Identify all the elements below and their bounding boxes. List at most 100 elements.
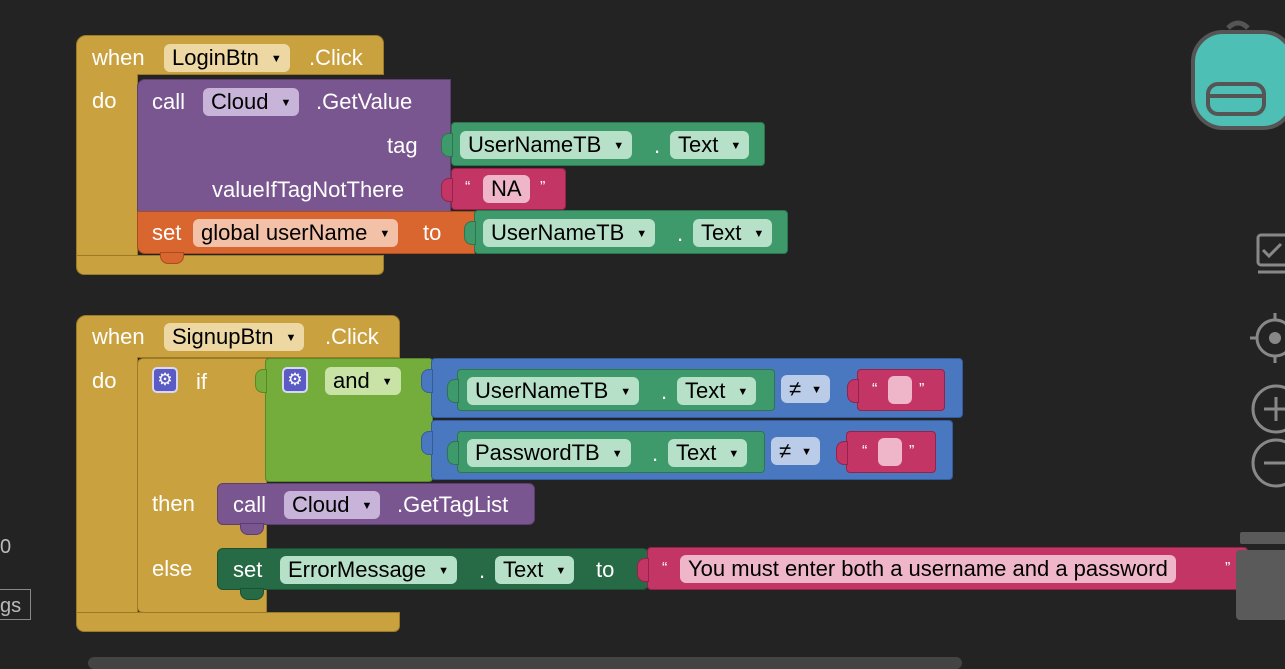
socket-plug — [447, 441, 459, 465]
close-quote: ” — [540, 179, 546, 196]
do-label: do — [92, 368, 117, 393]
dropdown-arrow-icon: ▼ — [737, 386, 749, 398]
tag-socket-label: tag — [387, 133, 418, 158]
dot-separator: . — [652, 441, 659, 466]
socket-plug — [836, 441, 848, 465]
checklist-icon[interactable] — [1255, 232, 1285, 276]
na-string-field[interactable]: NA — [483, 175, 530, 203]
dropdown-arrow-icon: ▼ — [361, 500, 373, 512]
signup-event-footer — [76, 612, 400, 632]
socket-plug — [464, 221, 476, 245]
and-operator-dropdown[interactable]: and▼ — [325, 367, 401, 395]
signup-component-dropdown[interactable]: SignupBtn▼ — [164, 323, 305, 351]
zoom-in-icon[interactable] — [1250, 383, 1285, 435]
cloud-component-dropdown[interactable]: Cloud▼ — [284, 491, 381, 519]
dropdown-arrow-icon: ▼ — [555, 565, 567, 577]
method-name: .GetTagList — [397, 492, 509, 517]
open-quote: “ — [662, 560, 668, 577]
close-quote: ” — [1225, 560, 1231, 577]
dropdown-arrow-icon: ▼ — [285, 332, 297, 344]
to-label: to — [596, 557, 615, 582]
if-label: if — [196, 369, 207, 394]
set-label: set — [233, 557, 263, 582]
dropdown-arrow-icon: ▼ — [728, 448, 740, 460]
close-quote: ” — [909, 443, 915, 460]
dropdown-arrow-icon: ▼ — [753, 228, 765, 240]
target-icon[interactable] — [1250, 313, 1285, 363]
login-event-body-rail — [76, 74, 138, 259]
socket-plug — [847, 379, 859, 403]
to-label: to — [423, 220, 442, 245]
socket-plug — [447, 379, 459, 403]
cond1-component-dropdown[interactable]: UserNameTB▼ — [467, 377, 640, 405]
socket-plug — [421, 431, 433, 455]
socket-plug — [441, 178, 453, 202]
method-name: .GetValue — [316, 89, 413, 114]
dropdown-arrow-icon: ▼ — [613, 140, 625, 152]
gear-icon[interactable]: ⚙ — [282, 367, 308, 393]
dot-separator: . — [677, 221, 684, 246]
dropdown-arrow-icon: ▼ — [611, 448, 623, 460]
error-component-dropdown[interactable]: ErrorMessage▼ — [280, 556, 458, 584]
do-label: do — [92, 88, 117, 113]
gear-icon[interactable]: ⚙ — [152, 367, 178, 393]
dropdown-arrow-icon: ▼ — [381, 376, 393, 388]
open-quote: “ — [862, 443, 868, 460]
call-label: call — [233, 492, 267, 517]
cond2-string-field[interactable] — [878, 438, 902, 466]
dropdown-arrow-icon: ▼ — [270, 53, 282, 65]
dot-separator: . — [479, 558, 486, 583]
left-edge-partial-number: 0 — [0, 536, 12, 558]
left-edge-partial-button[interactable] — [0, 589, 31, 620]
cond2-compare-op-dropdown[interactable]: ≠▼ — [771, 437, 820, 465]
cond1-property-dropdown[interactable]: Text▼ — [677, 377, 757, 405]
signup-event-body-rail — [76, 357, 138, 617]
open-quote: “ — [872, 381, 878, 398]
dropdown-arrow-icon: ▼ — [801, 446, 812, 458]
set-component-dropdown[interactable]: UserNameTB▼ — [483, 219, 656, 247]
socket-plug — [255, 369, 267, 393]
dropdown-arrow-icon: ▼ — [730, 140, 742, 152]
dropdown-arrow-icon: ▼ — [811, 384, 822, 396]
cond1-compare-op-dropdown[interactable]: ≠▼ — [781, 375, 830, 403]
next-connector — [240, 523, 264, 535]
else-label: else — [152, 556, 193, 581]
error-string-field[interactable]: You must enter both a username and a pas… — [680, 555, 1176, 583]
then-label: then — [152, 491, 195, 516]
dropdown-arrow-icon: ▼ — [438, 565, 450, 577]
next-connector — [160, 252, 184, 264]
event-name: .Click — [325, 324, 379, 349]
login-component-dropdown[interactable]: LoginBtn▼ — [164, 44, 290, 72]
backpack-icon[interactable] — [1188, 18, 1285, 130]
cond2-property-dropdown[interactable]: Text▼ — [668, 439, 748, 467]
trash-icon[interactable] — [1234, 532, 1285, 622]
horizontal-scrollbar[interactable] — [88, 657, 962, 669]
dropdown-arrow-icon: ▼ — [620, 386, 632, 398]
global-variable-dropdown[interactable]: global userName▼ — [193, 219, 399, 247]
cond1-string-field[interactable] — [888, 376, 912, 404]
tag-component-dropdown[interactable]: UserNameTB▼ — [460, 131, 633, 159]
when-label: when — [92, 324, 145, 349]
dot-separator: . — [661, 379, 668, 404]
call-label: call — [152, 89, 186, 114]
set-property-dropdown[interactable]: Text▼ — [693, 219, 773, 247]
left-edge-partial-label: gs — [0, 595, 22, 617]
dropdown-arrow-icon: ▼ — [636, 228, 648, 240]
dropdown-arrow-icon: ▼ — [379, 228, 391, 240]
error-property-dropdown[interactable]: Text▼ — [495, 556, 575, 584]
socket-plug — [441, 133, 453, 157]
dropdown-arrow-icon: ▼ — [280, 97, 292, 109]
open-quote: “ — [465, 179, 471, 196]
set-label: set — [152, 220, 182, 245]
login-event-footer — [76, 255, 384, 275]
zoom-out-icon[interactable] — [1250, 437, 1285, 489]
close-quote: ” — [919, 381, 925, 398]
tag-property-dropdown[interactable]: Text▼ — [670, 131, 750, 159]
next-connector — [240, 588, 264, 600]
valueiftagnotthere-socket-label: valueIfTagNotThere — [212, 177, 404, 202]
socket-plug — [637, 558, 649, 582]
when-label: when — [92, 45, 145, 70]
cond2-component-dropdown[interactable]: PasswordTB▼ — [467, 439, 631, 467]
cloud-component-dropdown[interactable]: Cloud▼ — [203, 88, 300, 116]
dot-separator: . — [654, 133, 661, 158]
